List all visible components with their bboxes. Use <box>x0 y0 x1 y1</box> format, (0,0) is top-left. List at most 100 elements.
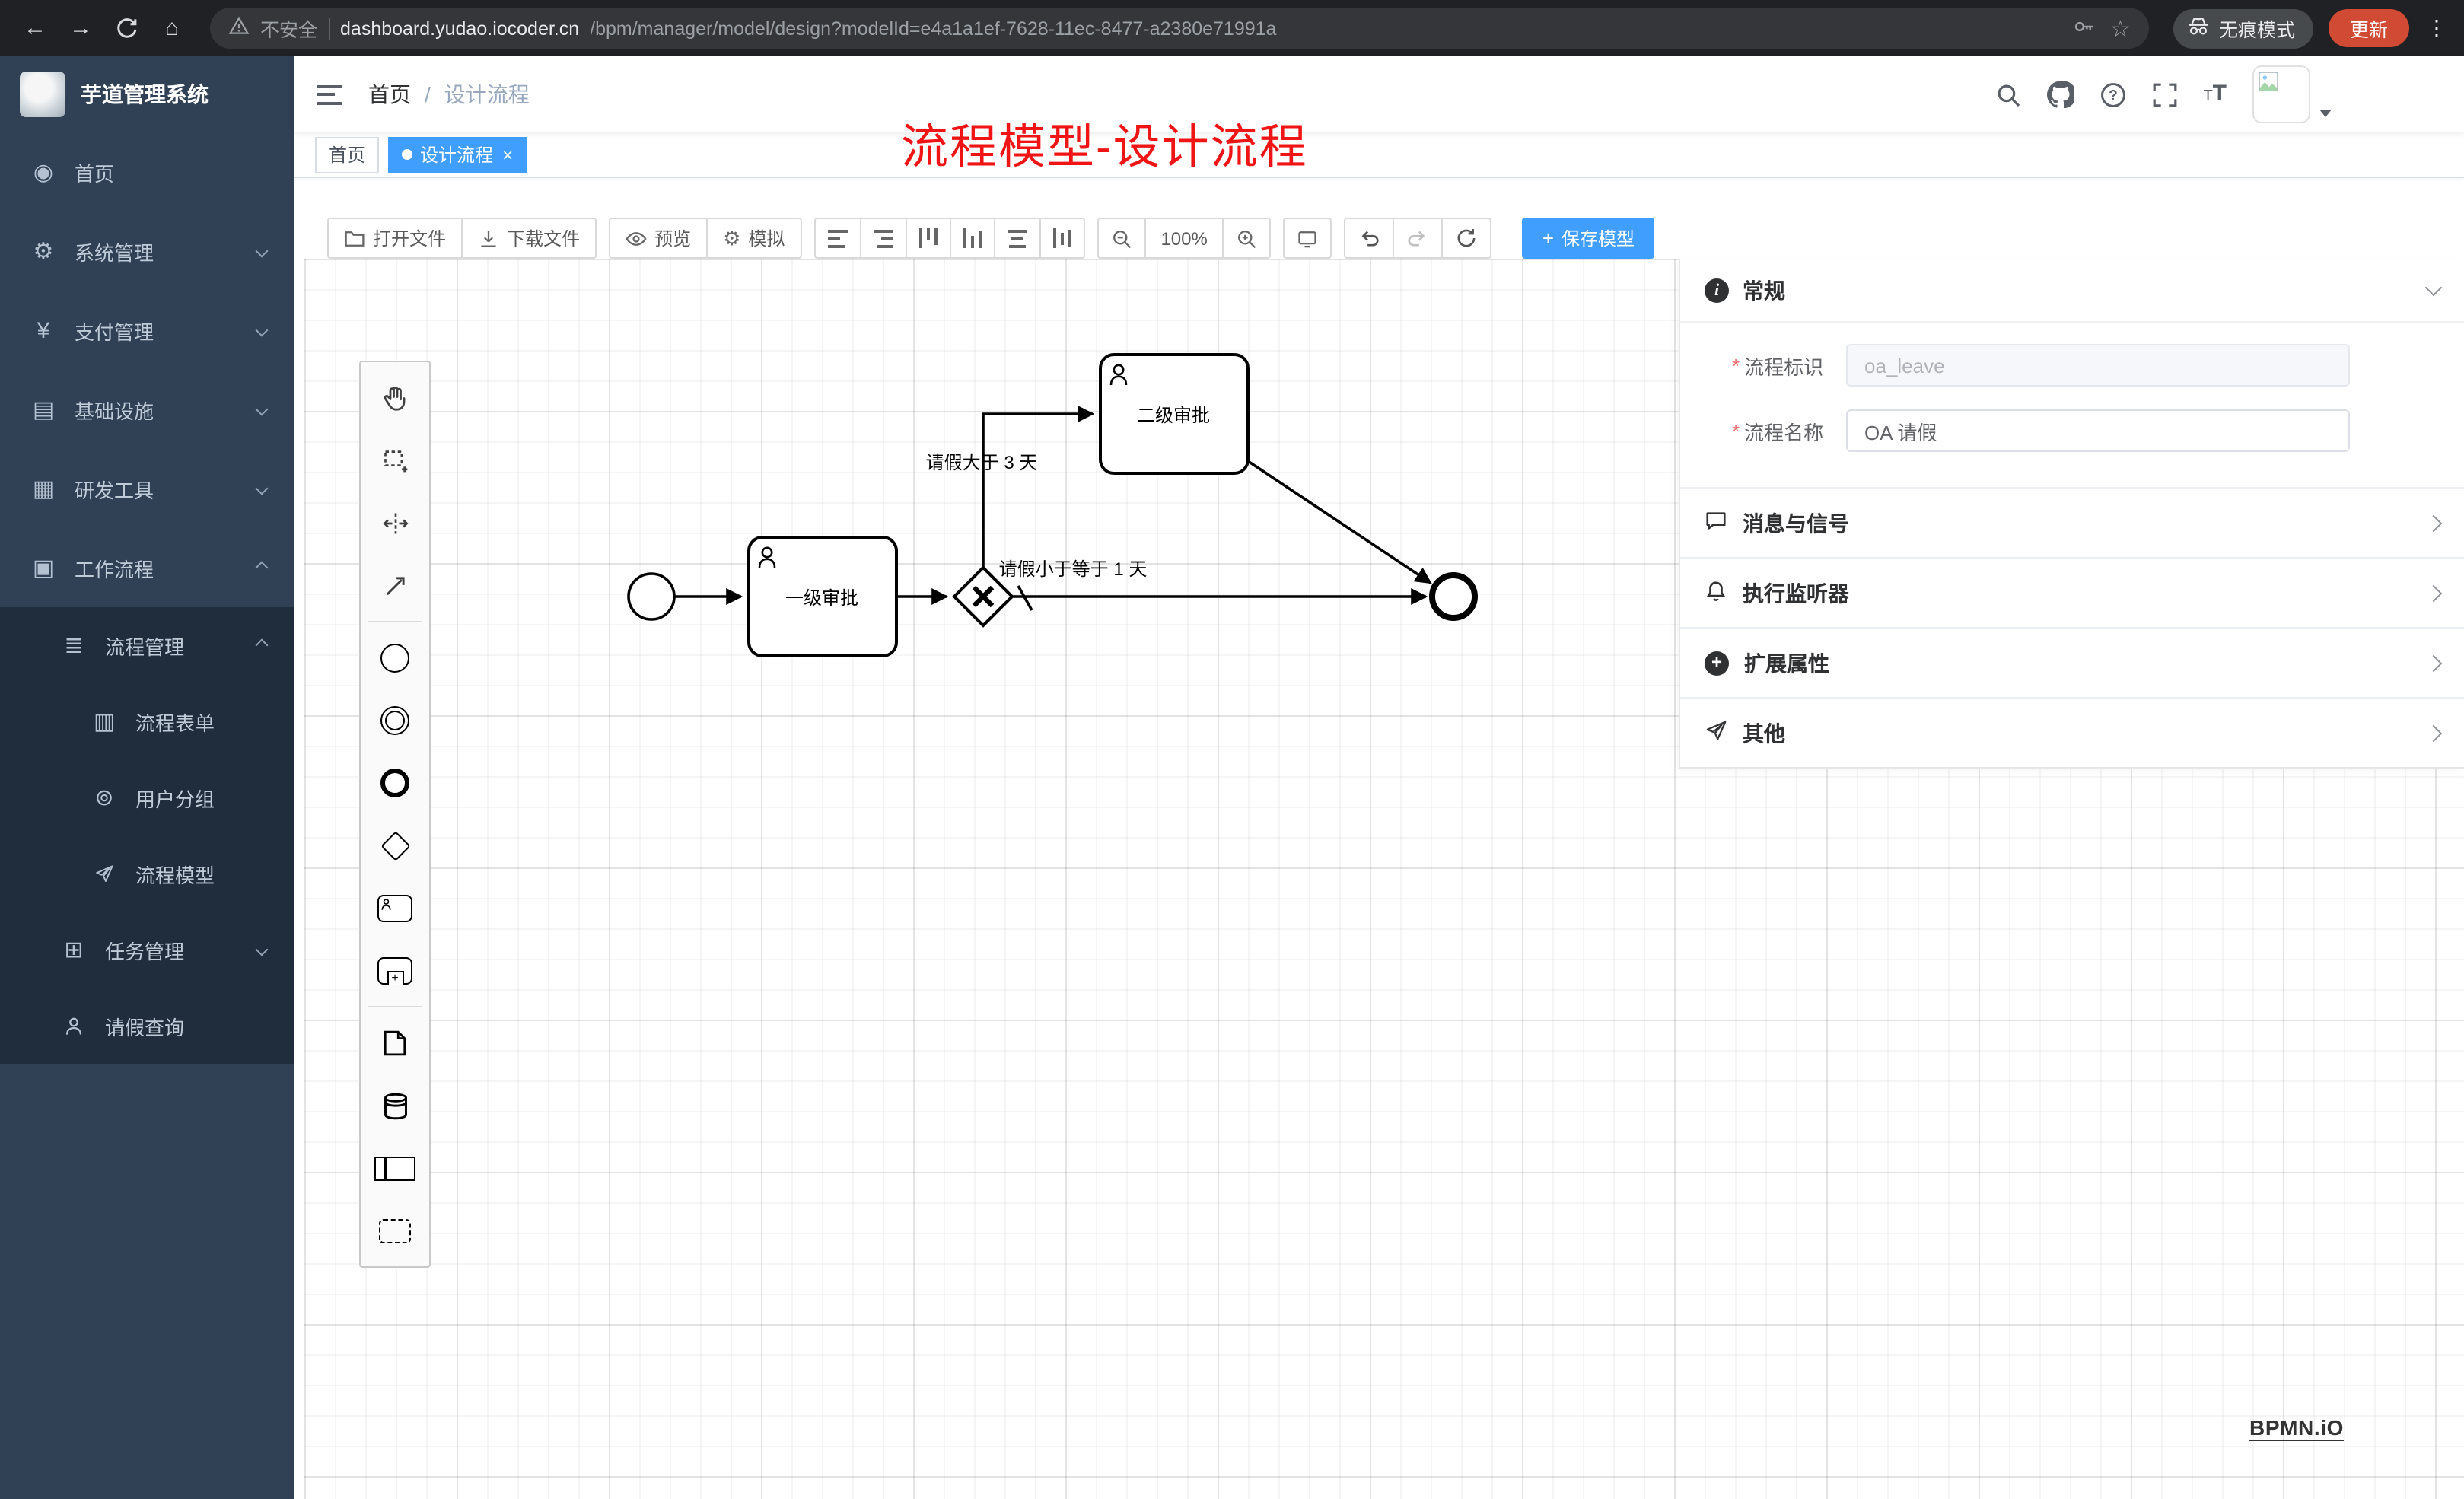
svg-text:二级审批: 二级审批 <box>1137 406 1210 426</box>
process-name-input[interactable] <box>1846 409 2350 452</box>
security-warning-icon[interactable] <box>228 15 250 41</box>
dashboard-icon: ◉ <box>33 160 54 186</box>
create-end-event-icon[interactable] <box>362 752 428 814</box>
flow-task2-to-end[interactable] <box>1247 460 1432 584</box>
palette-separator <box>368 621 422 622</box>
required-asterisk: * <box>1732 419 1740 442</box>
section-message-signal[interactable]: 消息与信号 <box>1680 487 2464 557</box>
bpmn-io-logo[interactable]: BPMN.iO <box>2249 1415 2344 1441</box>
sidebar-item-leave-query[interactable]: 请假查询 <box>0 988 294 1064</box>
zoom-out-button[interactable] <box>1097 218 1146 259</box>
save-model-button[interactable]: + 保存模型 <box>1522 218 1655 259</box>
svg-text:?: ? <box>2109 87 2118 103</box>
browser-home-button[interactable]: ⌂ <box>164 15 180 41</box>
redo-button[interactable] <box>1393 218 1444 259</box>
chevron-up-icon <box>255 561 269 574</box>
sidebar-collapse-icon[interactable] <box>317 84 342 104</box>
github-icon[interactable] <box>2046 81 2074 108</box>
fullscreen-icon[interactable] <box>2151 81 2177 107</box>
section-execution-listener[interactable]: 执行监听器 <box>1680 557 2464 627</box>
chevron-down-icon <box>255 482 269 495</box>
align-middle-button[interactable] <box>1039 218 1085 259</box>
sidebar-item-infrastructure[interactable]: ▤ 基础设施 <box>0 370 294 449</box>
create-gateway-icon[interactable] <box>362 814 428 877</box>
browser-update-button[interactable]: 更新 <box>2328 9 2409 47</box>
create-data-store-icon[interactable] <box>362 1074 428 1137</box>
app-logo[interactable]: 芋道管理系统 <box>0 56 294 132</box>
section-general[interactable]: i 常规 <box>1680 259 2464 323</box>
workflow-icon: ▣ <box>32 555 55 581</box>
properties-panel: i 常规 * 流程标识 <box>1679 259 2464 769</box>
bpmn-task-second-approval[interactable]: 二级审批 <box>1099 353 1250 475</box>
bookmark-star-icon[interactable]: ☆ <box>2110 16 2131 42</box>
bpmn-start-event[interactable] <box>627 572 676 621</box>
tab-home[interactable]: 首页 <box>315 136 380 173</box>
user-icon <box>61 1013 87 1039</box>
create-intermediate-event-icon[interactable] <box>362 689 428 752</box>
simulate-button[interactable]: ⚙ 模拟 <box>706 218 802 259</box>
sidebar-item-task-management[interactable]: ⊞ 任务管理 <box>0 912 294 988</box>
plus-circle-icon: + <box>1705 651 1729 675</box>
align-right-button[interactable] <box>859 218 907 259</box>
create-data-object-icon[interactable] <box>362 1012 428 1074</box>
breadcrumb-home[interactable]: 首页 <box>368 82 411 107</box>
info-icon: i <box>1705 278 1729 302</box>
section-extended-attributes[interactable]: + 扩展属性 <box>1680 627 2464 697</box>
sidebar-item-process-form[interactable]: ▥ 流程表单 <box>0 683 294 759</box>
align-center-button[interactable] <box>993 218 1041 259</box>
search-icon[interactable] <box>1994 81 2020 107</box>
flow-gateway-to-task2[interactable] <box>982 406 1095 568</box>
create-subprocess-icon[interactable] <box>362 939 428 1001</box>
address-bar[interactable]: 不安全 dashboard.yudao.iocoder.cn /bpm/mana… <box>210 8 2149 49</box>
sidebar-item-user-group[interactable]: ⊚ 用户分组 <box>0 759 294 835</box>
flow-label-lte-1-day[interactable]: 请假小于等于 1 天 <box>999 559 1148 580</box>
plus-icon: + <box>1542 227 1555 250</box>
browser-forward-button[interactable]: → <box>69 15 92 41</box>
download-file-button[interactable]: 下载文件 <box>461 218 597 259</box>
section-other[interactable]: 其他 <box>1680 697 2464 767</box>
bpmn-exclusive-gateway[interactable] <box>952 565 1014 628</box>
sidebar-item-payment[interactable]: ¥ 支付管理 <box>0 291 294 370</box>
bpmn-canvas[interactable]: 一级审批 二级审批 <box>304 259 2464 1499</box>
restart-button[interactable] <box>1441 218 1492 259</box>
browser-back-button[interactable]: ← <box>24 15 46 41</box>
zoom-in-button[interactable] <box>1222 218 1272 259</box>
align-top-button[interactable] <box>905 218 951 259</box>
process-key-input[interactable] <box>1846 344 2350 387</box>
sidebar-item-dev-tools[interactable]: ▦ 研发工具 <box>0 449 294 528</box>
space-tool-icon[interactable] <box>362 492 428 554</box>
user-avatar[interactable] <box>2252 65 2332 123</box>
preview-button[interactable]: 预览 <box>609 218 708 259</box>
sidebar-item-home[interactable]: ◉ 首页 <box>0 132 294 212</box>
create-participant-icon[interactable] <box>362 1137 428 1199</box>
browser-reload-button[interactable] <box>107 8 146 48</box>
align-left-button[interactable] <box>813 218 861 259</box>
flow-label-gt-3-days[interactable]: 请假大于 3 天 <box>926 453 1038 473</box>
close-icon[interactable]: × <box>502 144 514 165</box>
hand-tool-icon[interactable] <box>362 367 428 429</box>
incognito-badge: 无痕模式 <box>2173 8 2313 48</box>
reset-viewport-button[interactable] <box>1283 218 1332 259</box>
chevron-down-icon <box>255 244 269 258</box>
create-user-task-icon[interactable] <box>362 877 428 939</box>
align-bottom-button[interactable] <box>949 218 995 259</box>
user-task-icon <box>1109 364 1128 386</box>
undo-button[interactable] <box>1344 218 1395 259</box>
sidebar-item-process-management[interactable]: ≣ 流程管理 <box>0 607 294 683</box>
bpmn-task-first-approval[interactable]: 一级审批 <box>747 536 898 657</box>
create-start-event-icon[interactable] <box>362 627 428 689</box>
sidebar-item-system[interactable]: ⚙ 系统管理 <box>0 212 294 291</box>
global-connect-tool-icon[interactable] <box>362 554 428 616</box>
open-file-button[interactable]: 打开文件 <box>327 218 463 259</box>
password-key-icon[interactable] <box>2072 14 2095 42</box>
browser-menu-icon[interactable]: ⋮ <box>2426 15 2447 40</box>
font-size-icon[interactable]: TT <box>2203 81 2227 107</box>
help-icon[interactable]: ? <box>2099 81 2125 107</box>
send-icon <box>1705 719 1727 746</box>
sidebar-item-process-model[interactable]: 流程模型 <box>0 835 294 912</box>
lasso-tool-icon[interactable] <box>362 429 428 492</box>
sidebar-item-workflow[interactable]: ▣ 工作流程 <box>0 528 294 607</box>
tab-design-process[interactable]: 设计流程 × <box>388 136 527 173</box>
bpmn-end-event[interactable] <box>1429 572 1478 621</box>
create-group-icon[interactable] <box>362 1199 428 1262</box>
